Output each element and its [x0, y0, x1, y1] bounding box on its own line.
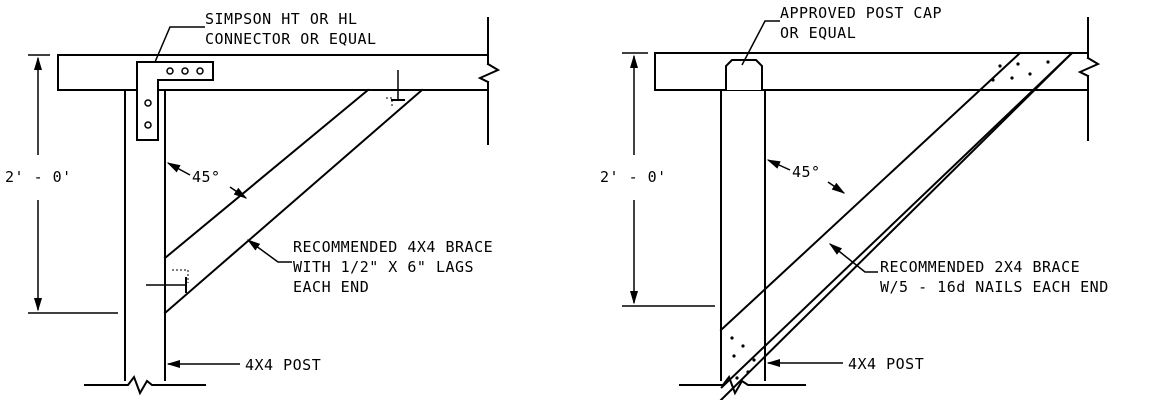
cap-leader: [741, 20, 780, 66]
right-brace: [719, 51, 1074, 400]
right-brace-note-line2: W/5 - 16d NAILS EACH END: [880, 278, 1109, 296]
right-post: [679, 89, 806, 396]
right-brace-leader: [828, 243, 878, 273]
left-detail: SIMPSON HT OR HL CONNECTOR OR EQUAL 2' -…: [5, 10, 501, 396]
right-brace-note-line1: RECOMMENDED 2X4 BRACE: [880, 258, 1080, 276]
connector-note-line2: CONNECTOR OR EQUAL: [205, 30, 377, 48]
left-height-dimension: 2' - 0': [5, 54, 118, 314]
right-height-dimension: 2' - 0': [600, 52, 715, 307]
simpson-connector: [136, 61, 214, 141]
cap-note-line1: APPROVED POST CAP: [780, 4, 942, 22]
brace-note-line3: EACH END: [293, 278, 369, 296]
left-height-label: 2' - 0': [5, 168, 72, 186]
right-height-label: 2' - 0': [600, 168, 667, 186]
right-angle-label: 45°: [792, 163, 821, 181]
brace-note-line1: RECOMMENDED 4X4 BRACE: [293, 238, 493, 256]
connector-note-line1: SIMPSON HT OR HL: [205, 10, 358, 28]
nail-pattern: [730, 60, 1050, 380]
brace-leader: [246, 239, 292, 263]
left-brace: [146, 70, 424, 315]
post-cap: [720, 59, 766, 107]
left-post: [84, 89, 206, 396]
right-detail: APPROVED POST CAP OR EQUAL 2' - 0' 45° R…: [600, 4, 1109, 400]
left-angle-label: 45°: [192, 168, 221, 186]
cap-note-line2: OR EQUAL: [780, 24, 856, 42]
brace-note-line2: WITH 1/2" X 6" LAGS: [293, 258, 474, 276]
connector-leader: [154, 26, 205, 63]
post-note: 4X4 POST: [245, 356, 321, 374]
left-beam: [57, 17, 501, 145]
right-post-note: 4X4 POST: [848, 355, 924, 373]
